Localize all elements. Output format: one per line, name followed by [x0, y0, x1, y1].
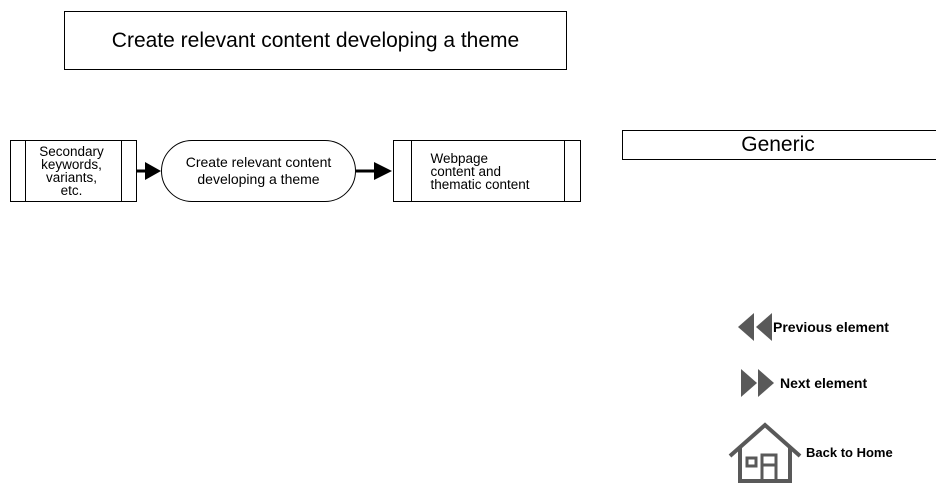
process-step: Create relevant content developing a the… — [161, 140, 356, 202]
output-box-label: Webpage content and thematic content — [430, 150, 530, 192]
input-box-label: Secondary keywords, variants, etc. — [39, 144, 104, 198]
output-box-divider-left — [411, 141, 412, 201]
next-element-label: Next element — [780, 375, 868, 391]
generic-label: Generic — [622, 130, 936, 160]
previous-element-link[interactable]: Previous element — [736, 312, 936, 342]
input-box-divider-right — [121, 141, 122, 201]
arrow-process-to-output — [356, 162, 392, 180]
next-element-link[interactable]: Next element — [740, 368, 936, 398]
input-box-divider-left — [25, 141, 26, 201]
output-box: Webpage content and thematic content — [393, 140, 581, 202]
arrow-input-to-process — [137, 162, 161, 180]
output-box-divider-right — [564, 141, 565, 201]
page-title: Create relevant content developing a the… — [64, 11, 567, 70]
home-icon — [728, 422, 802, 483]
previous-element-label: Previous element — [773, 319, 889, 335]
back-to-home-label: Back to Home — [806, 444, 893, 460]
fast-forward-icon — [741, 369, 774, 397]
rewind-icon — [738, 313, 772, 341]
back-to-home-link[interactable]: Back to Home — [728, 421, 936, 483]
input-box: Secondary keywords, variants, etc. — [10, 140, 137, 202]
